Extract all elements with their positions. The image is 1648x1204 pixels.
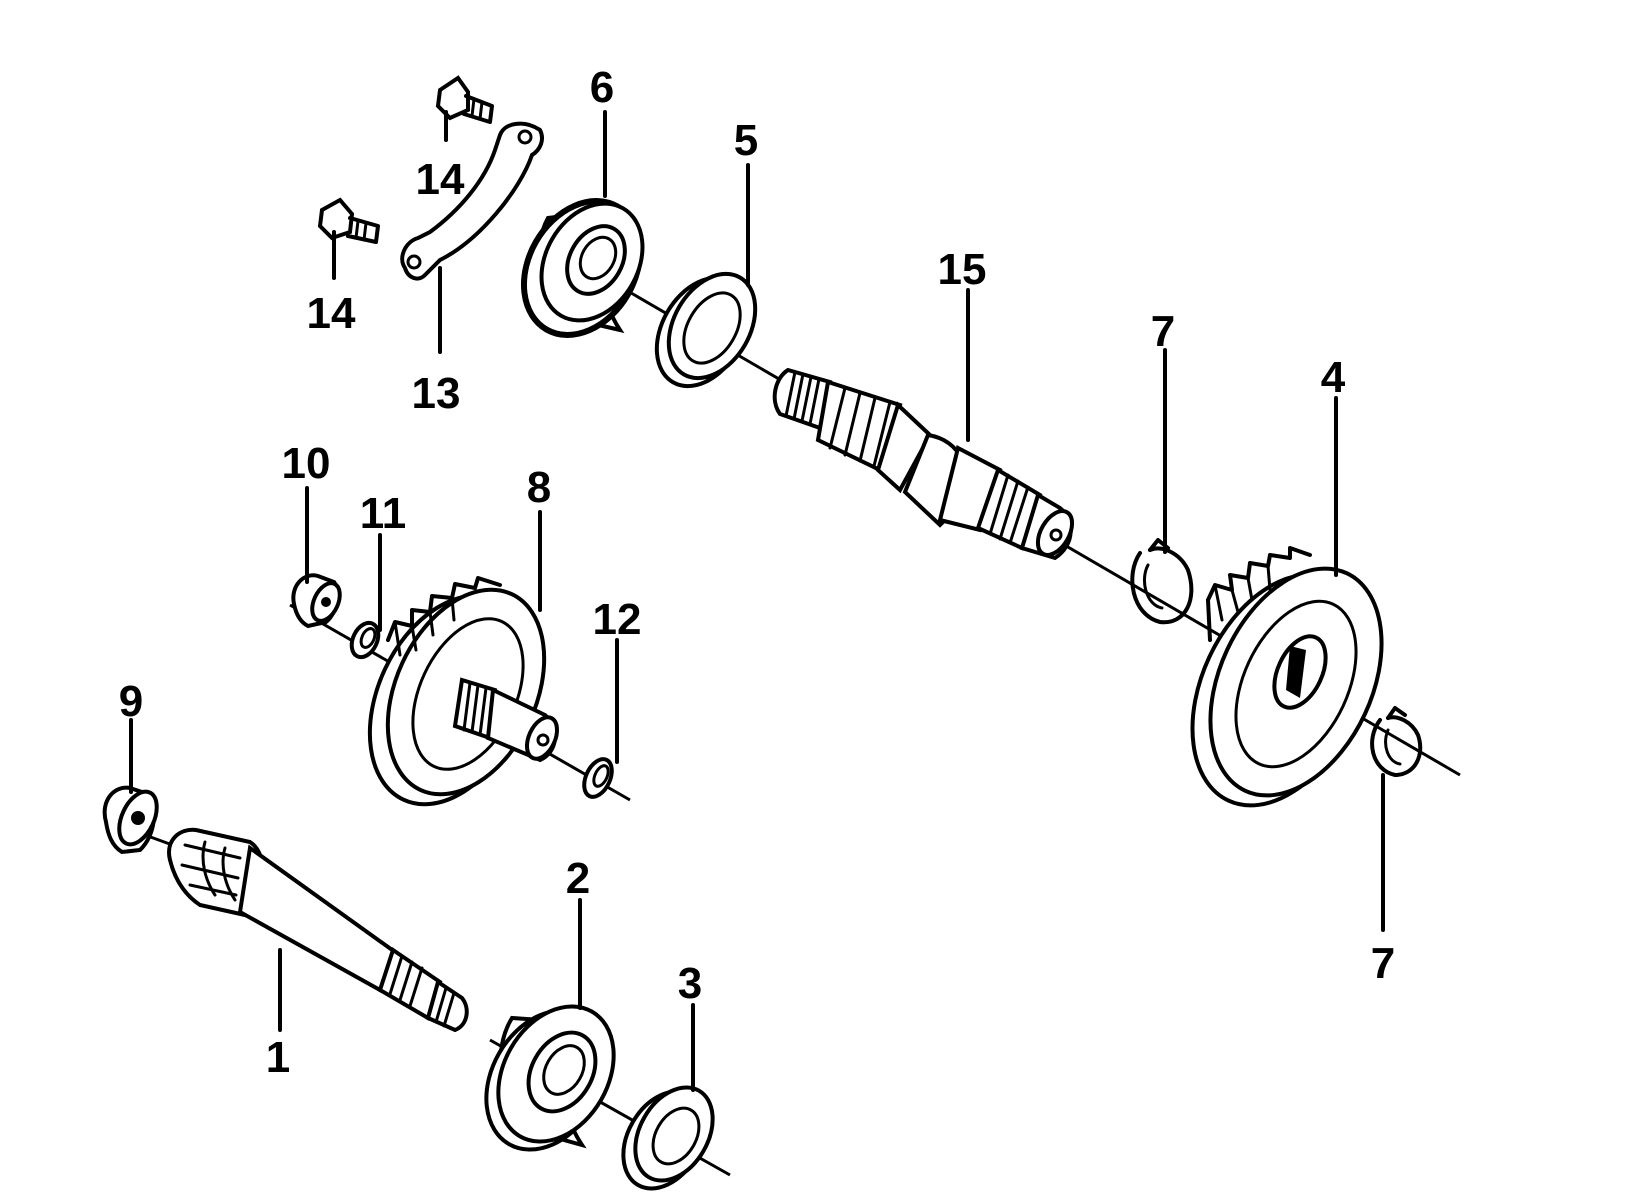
callout-2: 2 [566,854,590,903]
part-14-bolt-upper [435,75,494,124]
callout-9: 9 [119,677,143,726]
part-7-circlip-lower [1370,706,1423,777]
part-9-bearing [102,785,159,855]
part-6-bearing [520,198,645,338]
callout-11: 11 [360,489,407,538]
part-15-shaft [772,367,1075,561]
callout-10: 10 [282,439,331,488]
callout-15: 15 [938,245,987,294]
part-3-seal [621,1085,715,1191]
callout-8: 8 [527,463,551,512]
part-2-bearing [484,1004,616,1152]
part-5-seal [654,271,758,389]
callout-3: 3 [678,959,702,1008]
part-7-circlip-upper [1130,538,1194,625]
callout-7-upper: 7 [1151,307,1175,356]
callout-14-upper: 14 [416,155,465,204]
callout-14-lower: 14 [307,289,356,338]
part-10-nut [291,573,342,629]
part-12-washer [582,757,614,799]
callout-5: 5 [734,116,758,165]
part-13-bracket [400,121,544,281]
callout-13: 13 [412,369,461,418]
callout-12: 12 [593,595,642,644]
callout-1: 1 [266,1033,290,1082]
part-8-gear [367,576,560,807]
part-11-washer [349,620,381,660]
part-1-pinion-shaft [167,827,469,1033]
callout-7-lower: 7 [1371,939,1395,988]
part-4-gear [1190,546,1384,808]
leader-lines [129,110,1385,1092]
callout-4: 4 [1321,353,1346,402]
part-14-bolt-lower [317,197,380,244]
callout-labels: 14 14 13 6 5 15 7 4 7 10 11 8 12 9 1 2 3 [119,63,1395,1082]
callout-6: 6 [590,63,614,112]
